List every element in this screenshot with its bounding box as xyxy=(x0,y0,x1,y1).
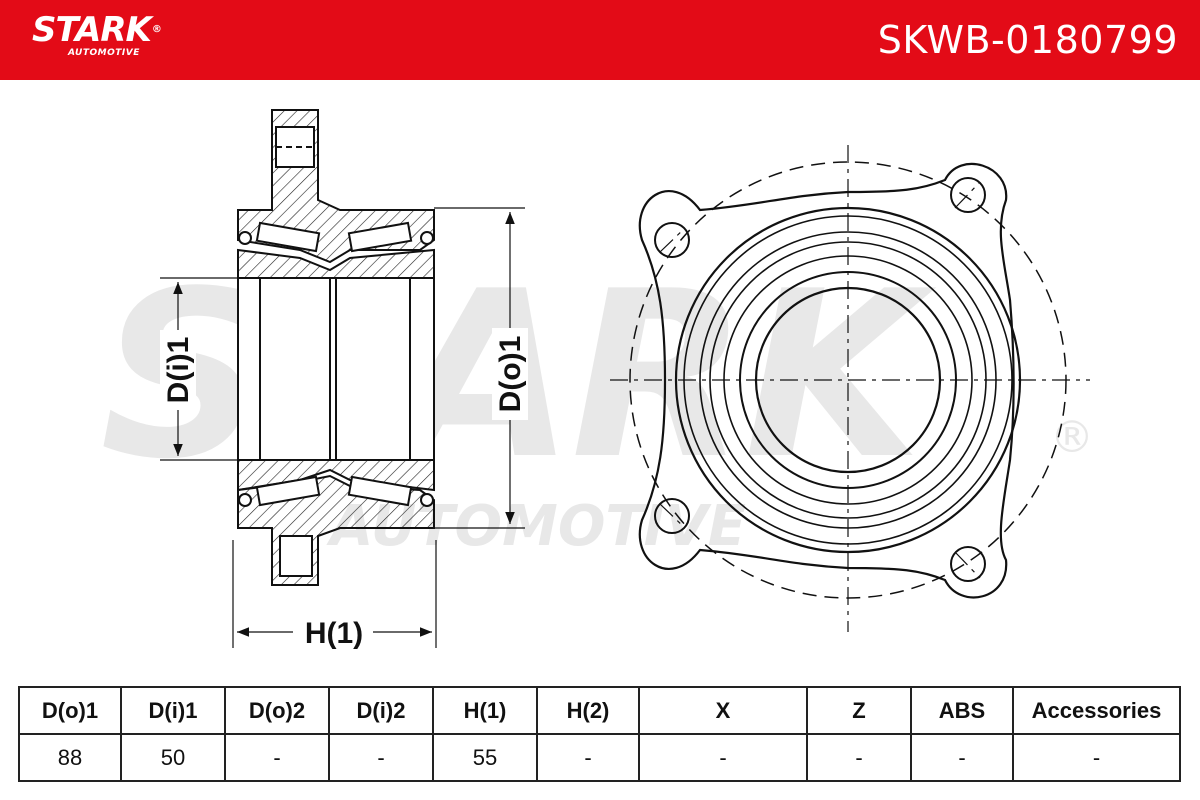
inner-diameter-label: D(i)1 xyxy=(162,337,195,404)
height-label: H(1) xyxy=(305,617,363,650)
value-di2: - xyxy=(328,733,434,782)
spec-table: D(o)1 D(i)1 D(o)2 D(i)2 H(1) H(2) X Z AB… xyxy=(18,686,1181,782)
header-di2: D(i)2 xyxy=(328,686,434,735)
value-z: - xyxy=(806,733,912,782)
watermark-mark: ® xyxy=(1050,412,1094,463)
header-x: X xyxy=(638,686,808,735)
value-accessories: - xyxy=(1012,733,1181,782)
header-h2: H(2) xyxy=(536,686,640,735)
value-do1: 88 xyxy=(18,733,122,782)
spec-value-row: 88 50 - - 55 - - - - - xyxy=(18,733,1181,782)
logo-sub: AUTOMOTIVE xyxy=(68,48,140,58)
value-do2: - xyxy=(224,733,330,782)
part-number: SKWB-0180799 xyxy=(877,18,1178,62)
value-h1: 55 xyxy=(432,733,538,782)
outer-diameter-label: D(o)1 xyxy=(494,336,527,413)
header-z: Z xyxy=(806,686,912,735)
technical-drawing: STARK AUTOMOTIVE ® xyxy=(100,109,1094,650)
logo-brand: STARK xyxy=(32,10,152,50)
value-h2: - xyxy=(536,733,640,782)
value-di1: 50 xyxy=(120,733,226,782)
cross-section-view xyxy=(237,109,435,586)
header-h1: H(1) xyxy=(432,686,538,735)
header-accessories: Accessories xyxy=(1012,686,1181,735)
value-abs: - xyxy=(910,733,1014,782)
spec-header-row: D(o)1 D(i)1 D(o)2 D(i)2 H(1) H(2) X Z AB… xyxy=(18,686,1181,735)
header-di1: D(i)1 xyxy=(120,686,226,735)
stark-logo: STARK® AUTOMOTIVE xyxy=(32,10,162,58)
front-view xyxy=(610,145,1090,632)
header-do2: D(o)2 xyxy=(224,686,330,735)
value-x: - xyxy=(638,733,808,782)
header-do1: D(o)1 xyxy=(18,686,122,735)
header-bar: STARK® AUTOMOTIVE SKWB-0180799 xyxy=(0,0,1200,80)
header-abs: ABS xyxy=(910,686,1014,735)
